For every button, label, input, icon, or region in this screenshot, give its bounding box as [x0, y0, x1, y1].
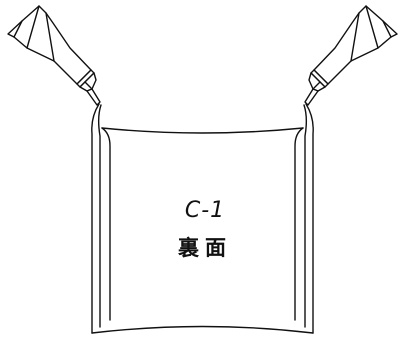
paper-panel [91, 127, 314, 334]
glue-stream-right [303, 103, 314, 334]
panel-side-label: 裏面 [178, 236, 232, 260]
glue-tube-right [304, 5, 398, 106]
glue-tube-left [7, 5, 101, 106]
panel-code-label: C-1 [184, 198, 226, 223]
glue-stream-left [91, 103, 102, 334]
